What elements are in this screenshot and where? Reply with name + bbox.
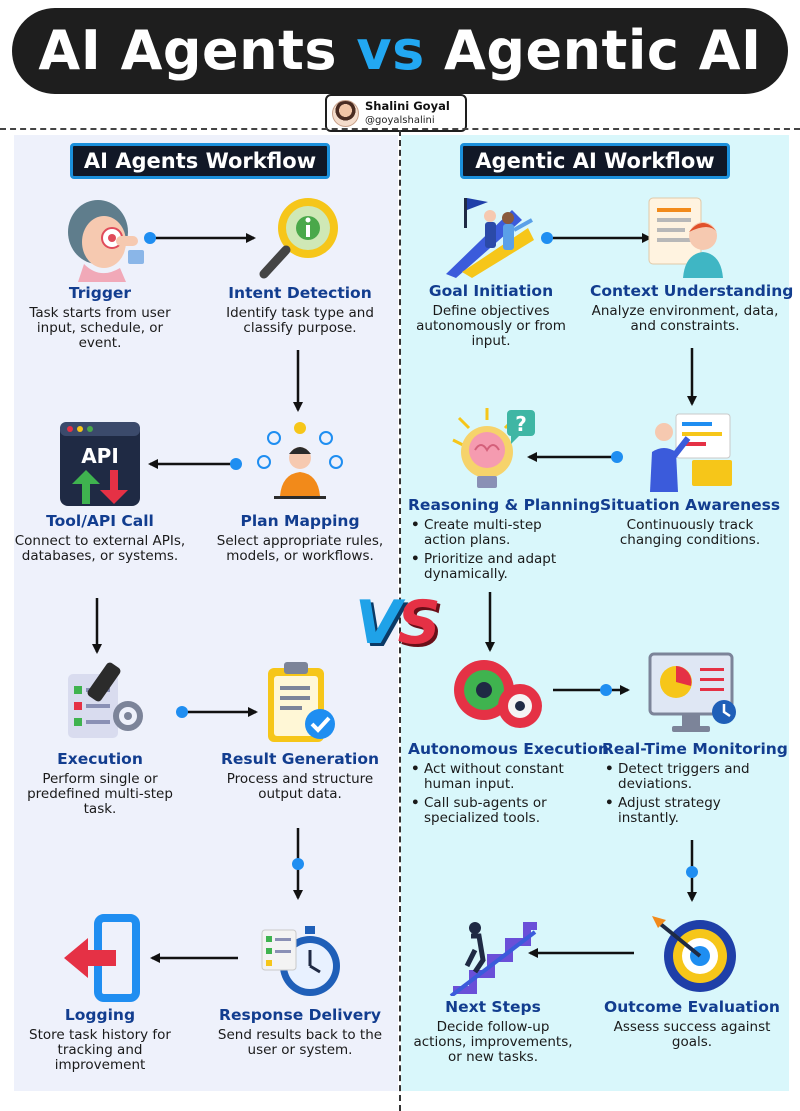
author-badge: Shalini Goyal @goyalshalini <box>325 94 467 132</box>
result-generation-label: Result Generation <box>220 750 380 768</box>
situation-awareness-desc: Continuously track changing conditions. <box>619 517 761 548</box>
step-execution: Execution Perform single or predefined m… <box>14 658 186 817</box>
tool-api-call-desc: Connect to external APIs, databases, or … <box>14 533 186 564</box>
exit-door-icon <box>64 914 140 1002</box>
trigger-label: Trigger <box>68 284 132 302</box>
step-outcome-evaluation: Outcome Evaluation Assess success agains… <box>602 910 782 1050</box>
arrow-autonomous-to-monitoring <box>553 684 630 696</box>
checklist-cog-icon <box>68 662 143 738</box>
goal-initiation-desc: Define objectives autonomously or from i… <box>416 303 566 349</box>
reasoning-planning-label: Reasoning & Planning <box>408 496 601 514</box>
top-divider <box>0 128 800 130</box>
step-autonomous-execution: Autonomous Execution Act without constan… <box>408 650 609 830</box>
touch-trigger-icon <box>68 200 144 282</box>
brain-question-icon: ? <box>452 408 535 488</box>
arrow-goal-to-context <box>541 232 652 244</box>
intent-detection-label: Intent Detection <box>228 284 372 302</box>
twin-gears-icon <box>454 660 542 728</box>
trigger-desc: Task starts from user input, schedule, o… <box>29 305 171 351</box>
document-person-icon <box>648 197 723 278</box>
step-response-delivery: Response Delivery Send results back to t… <box>212 912 388 1058</box>
real-time-monitoring-bullet-2: Adjust strategy instantly. <box>602 796 782 826</box>
step-plan-mapping: Plan Mapping Select appropriate rules, m… <box>212 418 388 564</box>
outcome-evaluation-label: Outcome Evaluation <box>604 998 780 1016</box>
tool-api-call-label: Tool/API Call <box>46 512 154 530</box>
autonomous-execution-label: Autonomous Execution <box>408 740 609 758</box>
plan-mapping-desc: Select appropriate rules, models, or wor… <box>216 533 384 564</box>
author-handle: @goyalshalini <box>365 115 435 126</box>
intent-detection-desc: Identify task type and classify purpose. <box>226 305 374 336</box>
reasoning-planning-bullet-2: Prioritize and adapt dynamically. <box>408 552 578 582</box>
situation-awareness-label: Situation Awareness <box>600 496 781 514</box>
arrow-plan-to-tool <box>148 458 242 470</box>
arrow-situation-to-reasoning <box>527 451 623 463</box>
arrow-result-to-response <box>292 828 304 900</box>
api-window-icon: API <box>60 422 140 506</box>
title-part1: AI Agents <box>38 19 338 82</box>
step-tool-api-call: API Tool/API Call Connect to external AP… <box>14 418 186 564</box>
step-context-understanding: Context Understanding Analyze environmen… <box>590 192 794 334</box>
real-time-monitoring-label: Real-Time Monitoring <box>602 740 788 758</box>
reasoning-planning-bullets: Create multi-step action plans. Prioriti… <box>408 518 578 582</box>
flag-team-icon <box>446 198 534 278</box>
autonomous-execution-bullet-2: Call sub-agents or specialized tools. <box>408 796 588 826</box>
response-delivery-label: Response Delivery <box>219 1006 381 1024</box>
vs-logo-v: V <box>355 588 401 658</box>
right-section-title: Agentic AI Workflow <box>460 143 730 179</box>
title-part2: Agentic AI <box>444 19 762 82</box>
result-generation-desc: Process and structure output data. <box>226 771 374 802</box>
arrow-monitoring-to-outcome <box>686 840 698 902</box>
response-delivery-desc: Send results back to the user or system. <box>217 1027 383 1058</box>
step-situation-awareness: Situation Awareness Continuously track c… <box>600 406 780 548</box>
svg-text:?: ? <box>515 412 527 436</box>
context-understanding-desc: Analyze environment, data, and constrain… <box>591 303 779 334</box>
stairs-climb-icon <box>449 922 537 996</box>
analyst-dashboard-icon <box>650 413 732 492</box>
step-trigger: Trigger Task starts from user input, sch… <box>14 192 186 351</box>
execution-label: Execution <box>57 750 143 768</box>
arrow-execution-to-result <box>176 706 258 718</box>
step-result-generation: Result Generation Process and structure … <box>212 658 388 802</box>
step-real-time-monitoring: Real-Time Monitoring Detect triggers and… <box>602 650 788 830</box>
logging-label: Logging <box>64 1006 136 1024</box>
magnifier-info-icon <box>259 198 338 279</box>
vs-logo-s: S <box>397 588 440 658</box>
outcome-evaluation-desc: Assess success against goals. <box>613 1019 771 1050</box>
author-name: Shalini Goyal <box>365 99 450 113</box>
main-title: AI Agents vs Agentic AI <box>12 8 788 94</box>
plan-mapping-label: Plan Mapping <box>240 512 360 530</box>
arrow-trigger-to-intent <box>144 232 256 244</box>
clipboard-badge-icon <box>268 662 335 742</box>
autonomous-execution-bullets: Act without constant human input. Call s… <box>408 762 588 826</box>
step-goal-initiation: Goal Initiation Define objectives autono… <box>405 192 577 349</box>
vs-logo: VS <box>355 588 441 658</box>
next-steps-label: Next Steps <box>445 998 541 1016</box>
logging-desc: Store task history for tracking and impr… <box>29 1027 171 1073</box>
left-panel <box>14 135 398 1091</box>
step-next-steps: Next Steps Decide follow-up actions, imp… <box>408 910 578 1065</box>
thinking-person-icon <box>257 422 343 499</box>
left-section-title: AI Agents Workflow <box>70 143 330 179</box>
step-intent-detection: Intent Detection Identify task type and … <box>212 192 388 336</box>
target-dart-icon <box>652 916 736 992</box>
step-logging: Logging Store task history for tracking … <box>14 912 186 1073</box>
stopwatch-checklist-icon <box>261 926 340 996</box>
next-steps-desc: Decide follow-up actions, improvements, … <box>413 1019 573 1065</box>
context-understanding-label: Context Understanding <box>590 282 794 300</box>
reasoning-planning-bullet-1: Create multi-step action plans. <box>408 518 578 548</box>
monitor-chart-icon <box>648 652 736 732</box>
goal-initiation-label: Goal Initiation <box>428 282 554 300</box>
real-time-monitoring-bullets: Detect triggers and deviations. Adjust s… <box>602 762 782 826</box>
center-divider <box>399 130 401 1111</box>
step-reasoning-planning: ? Reasoning & Planning Create multi-step… <box>408 406 601 586</box>
api-icon-text: API <box>81 444 119 468</box>
autonomous-execution-bullet-1: Act without constant human input. <box>408 762 588 792</box>
avatar <box>332 100 359 127</box>
execution-desc: Perform single or predefined multi-step … <box>27 771 173 817</box>
title-vs: vs <box>356 19 425 82</box>
real-time-monitoring-bullet-1: Detect triggers and deviations. <box>602 762 782 792</box>
